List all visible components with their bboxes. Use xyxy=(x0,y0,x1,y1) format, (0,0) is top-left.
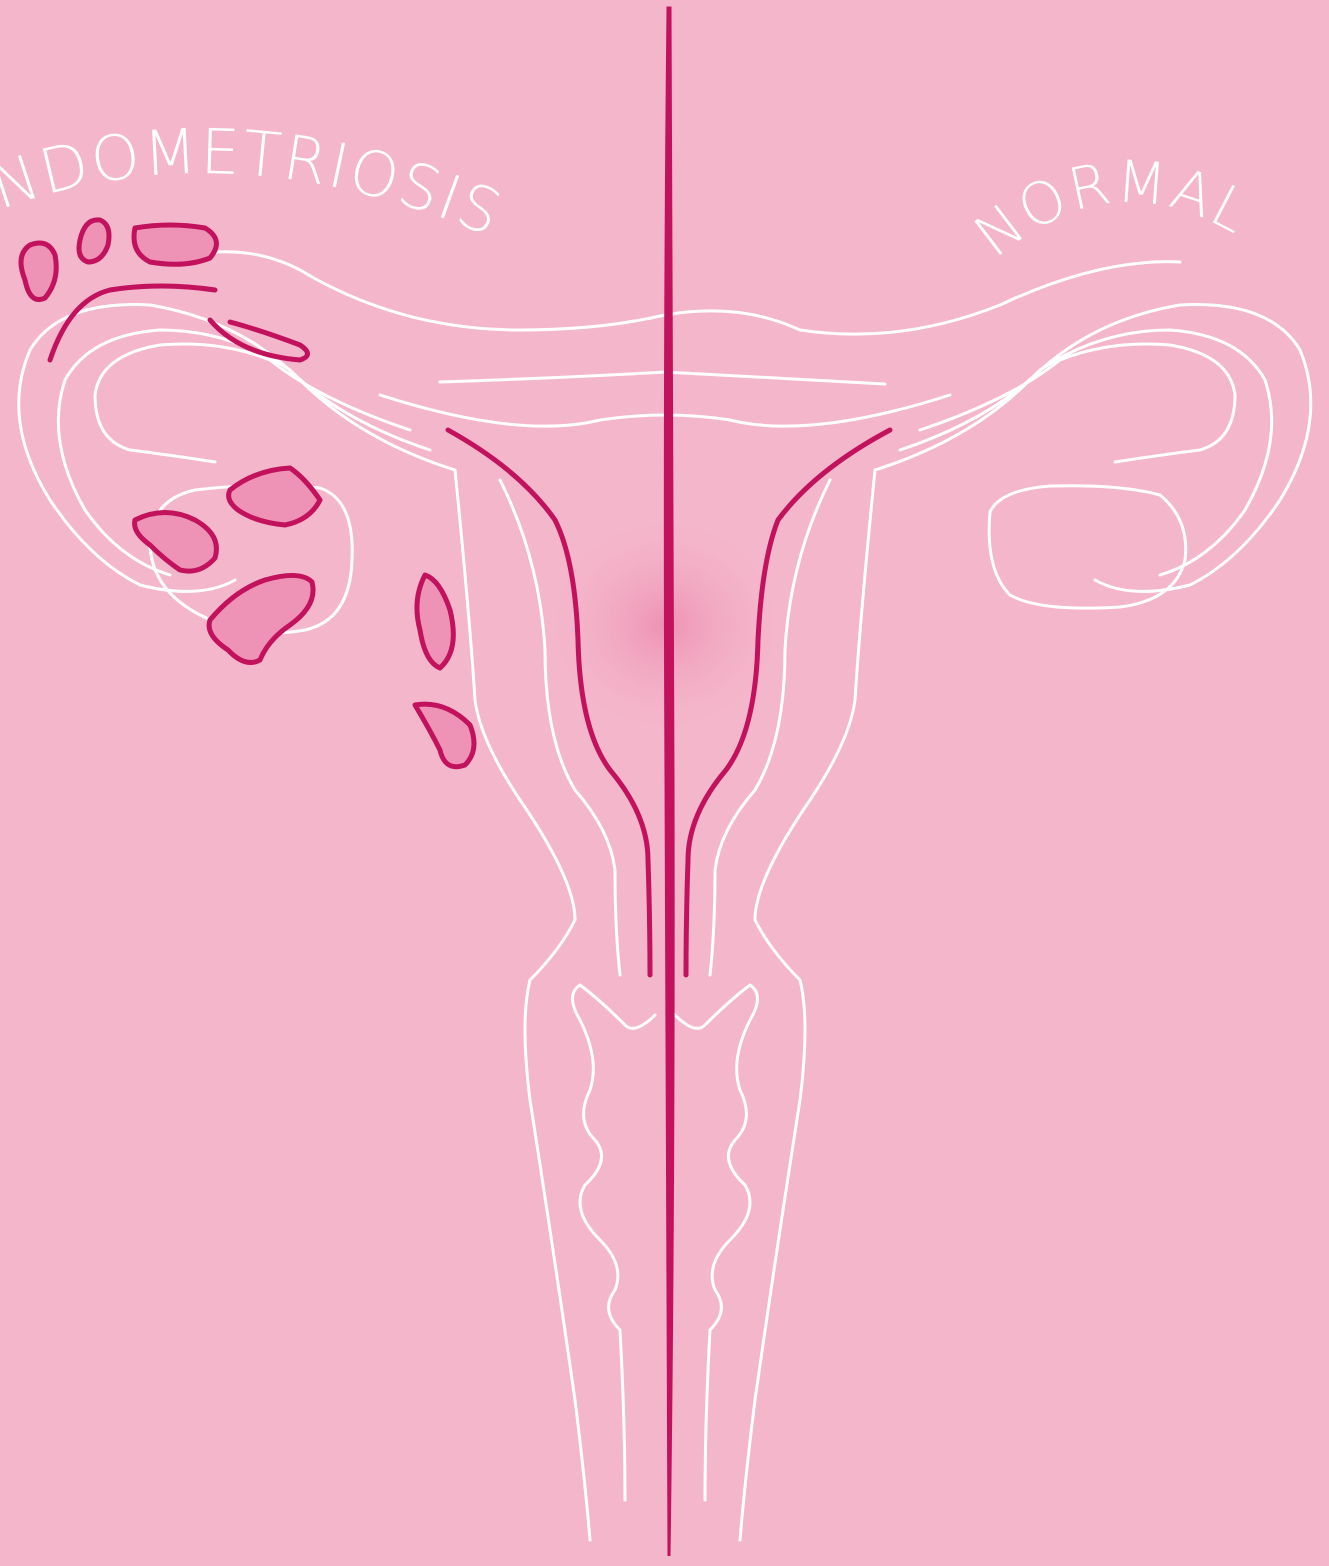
lesion xyxy=(134,225,216,264)
lesion xyxy=(21,243,56,300)
lesion xyxy=(79,220,109,262)
